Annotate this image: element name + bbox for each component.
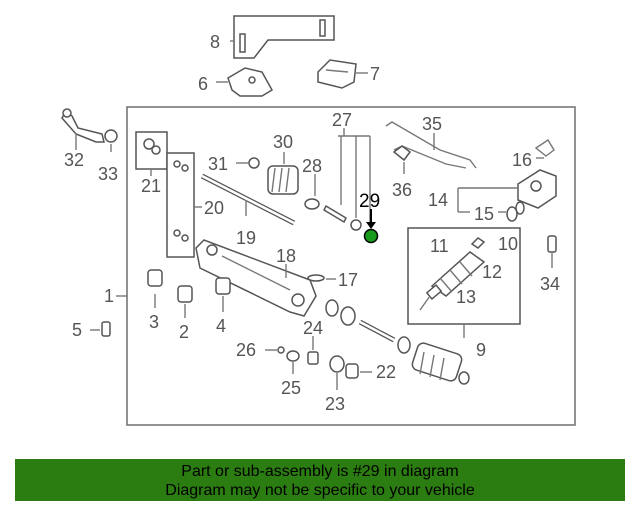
callout-28: 28 [302,156,322,176]
parts-diagram: 8 6 7 32 33 21 20 31 30 28 27 29 35 36 1… [61,15,576,426]
callout-8: 8 [210,32,220,52]
callout-15: 15 [474,204,494,224]
part-3-bushing [147,269,163,308]
callout-18: 18 [276,246,296,266]
part-21-bushing-set [135,131,168,176]
part-32-tie-rod-end [61,108,105,150]
part-29-highlighted[interactable] [363,209,379,244]
callout-14: 14 [428,190,448,210]
part-7-insulator [317,59,368,89]
callout-31: 31 [208,154,228,174]
part-33-nut [104,129,118,152]
part-4-bushing [215,277,231,312]
callout-32: 32 [64,150,84,170]
callout-33: 33 [98,164,118,184]
part-18-gear-housing [195,239,317,317]
callout-19: 19 [236,228,256,248]
callout-13: 13 [456,287,476,307]
part-8-bracket [230,15,335,59]
callout-30: 30 [273,132,293,152]
part-28-seal [304,174,320,210]
callout-16: 16 [512,150,532,170]
callout-24: 24 [303,318,323,338]
part-26-25-washers [265,346,300,374]
callout-17: 17 [338,270,358,290]
callout-5: 5 [72,320,82,340]
part-23-22-bushings [329,355,372,390]
part-2-bushing [177,285,193,318]
part-36-clip [392,145,412,174]
callout-11: 11 [430,236,449,256]
callout-35: 35 [422,114,442,134]
part-35-tube-set [385,121,477,169]
part-16-bolt [534,139,555,159]
callout-25: 25 [281,378,301,398]
part-19-rack-bar [200,173,296,226]
callout-3: 3 [149,312,159,332]
part-5-bolt [90,321,111,337]
part-34-fitting [547,235,557,268]
part-24-bushing [307,299,356,365]
callout-29: 29 [359,191,380,212]
part-30-boot [267,152,299,195]
part-17-o-ring [307,274,336,282]
part-15-seal-kit [498,201,525,222]
callout-22: 22 [376,362,396,382]
callout-6: 6 [198,74,208,94]
callout-27: 27 [332,110,352,130]
assembly-frame [126,106,576,426]
callout-34: 34 [540,274,560,294]
callout-7: 7 [370,64,380,84]
banner-line-2: Diagram may not be specific to your vehi… [165,482,475,499]
callout-10: 10 [498,234,518,254]
part-6-bracket [216,67,274,97]
part-20-mounting-kit [166,152,202,258]
callout-26: 26 [236,340,256,360]
callout-20: 20 [204,198,224,218]
part-31-clamp [236,157,260,169]
callout-12: 12 [482,262,502,282]
callout-2: 2 [179,322,189,342]
callout-36: 36 [392,180,412,200]
right-boot [411,342,470,385]
callout-23: 23 [325,394,345,414]
part-27-shaft-kit [323,128,371,231]
callout-1: 1 [104,286,114,306]
part-14-valve-housing [457,169,557,213]
part-9-valve-assembly [407,227,521,338]
inner-tie-rod [358,319,411,354]
callout-9: 9 [476,340,486,360]
callout-21: 21 [141,176,161,196]
callout-4: 4 [216,316,226,336]
info-banner: Part or sub-assembly is #29 in diagram D… [15,459,625,501]
banner-line-1: Part or sub-assembly is #29 in diagram [181,463,459,480]
